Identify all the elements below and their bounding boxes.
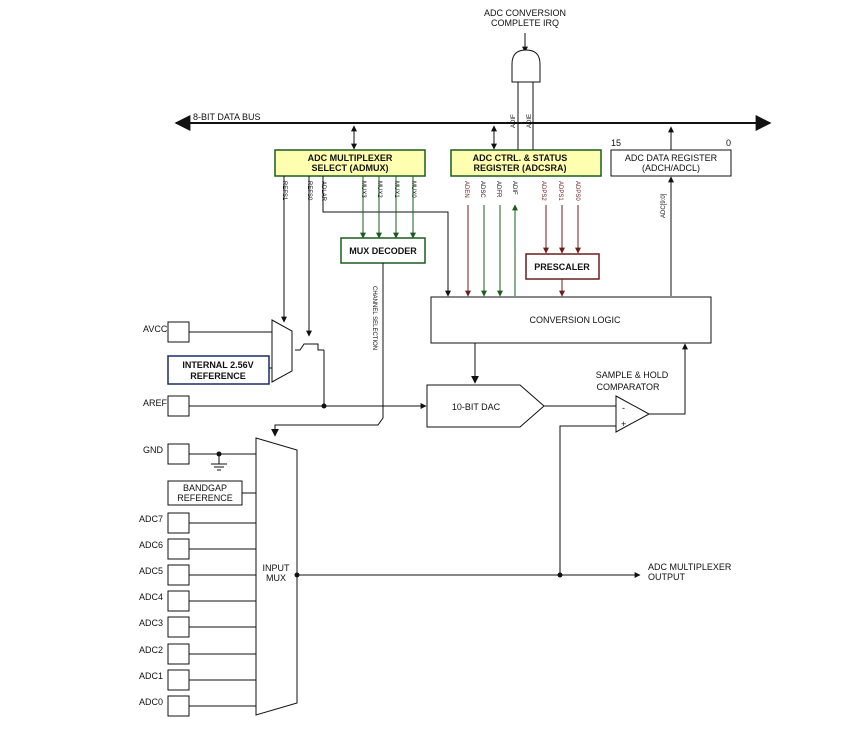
bandgap-line2: REFERENCE — [177, 493, 233, 503]
pin-adc7-label: ADC7 — [139, 514, 163, 524]
admux-title-line1: ADC MULTIPLEXER — [308, 153, 393, 163]
pin-adc2 — [167, 643, 190, 665]
bandgap-reference — [167, 480, 243, 506]
ground-icon — [211, 463, 227, 471]
channel-selection-label: CHANNEL SELECTION — [371, 286, 377, 350]
data-register-title-line1: ADC DATA REGISTER — [625, 153, 718, 163]
data-register-title-line2: (ADCH/ADCL) — [642, 163, 700, 173]
adc-channel-pins: ADC7 ADC6 ADC5 ADC4 ADC3 ADC2 ADC1 ADC0 — [139, 512, 256, 717]
irq-label-line2: COMPLETE IRQ — [491, 18, 559, 28]
pin-adc7 — [167, 512, 190, 534]
comparator-label-line2: COMPARATOR — [596, 382, 660, 392]
input-mux — [255, 437, 298, 716]
pin-adc6 — [167, 538, 190, 560]
input-mux-line2: MUX — [266, 573, 286, 583]
adcsra-register — [450, 149, 602, 177]
ref-switch — [295, 343, 324, 351]
internal-ref-line1: INTERNAL 2.56V — [182, 360, 253, 370]
data-bus-label: 8-BIT DATA BUS — [193, 112, 261, 122]
admux-register — [274, 149, 426, 177]
sh-comparator — [615, 395, 651, 433]
pin-adc2-label: ADC2 — [139, 645, 163, 655]
bit-adsc: ADSC — [479, 181, 485, 198]
conversion-logic-label: CONVERSION LOGIC — [529, 315, 621, 325]
pin-adc0 — [167, 695, 190, 717]
output-label-line1: ADC MULTIPLEXER — [648, 562, 732, 572]
data-register-bit15: 15 — [611, 138, 621, 148]
bit-adps0: ADPS0 — [574, 181, 580, 201]
dac-label: 10-BIT DAC — [452, 402, 501, 412]
comparator-plus: + — [621, 419, 626, 429]
pin-adc4-label: ADC4 — [139, 592, 163, 602]
input-mux-line1: INPUT — [263, 563, 291, 573]
pin-adc3-label: ADC3 — [139, 618, 163, 628]
bit-adfr: ADFR — [495, 181, 501, 198]
irq-and-gate — [511, 49, 541, 83]
comparator-minus: - — [622, 403, 625, 413]
bit-adif: ADIF — [511, 181, 517, 195]
mux-decoder-label: MUX DECODER — [349, 246, 417, 256]
mux-output-junction-right — [557, 572, 563, 578]
adc-data-register — [610, 149, 732, 177]
bit-adif-top: ADIF — [511, 114, 517, 128]
conversion-logic — [430, 296, 712, 344]
adlar-wire — [322, 176, 451, 297]
internal-reference — [167, 355, 270, 385]
aref-junction — [321, 403, 327, 409]
pin-adc0-label: ADC0 — [139, 697, 163, 707]
ref-mux — [271, 319, 293, 383]
output-label-line2: OUTPUT — [648, 572, 686, 582]
bit-aden: ADEN — [463, 181, 469, 198]
adc-result-label: ADC[9:0] — [661, 193, 667, 218]
bit-adie-top: ADIE — [527, 114, 533, 128]
bit-adps1: ADPS1 — [557, 181, 563, 201]
data-register-bit0: 0 — [726, 138, 731, 148]
admux-title-line2: SELECT (ADMUX) — [312, 163, 389, 173]
adcsra-title-line2: REGISTER (ADCSRA) — [473, 163, 566, 173]
bandgap-line1: BANDGAP — [183, 483, 227, 493]
pin-adc5 — [167, 564, 190, 586]
comparator-label-line1: SAMPLE & HOLD — [596, 370, 669, 380]
pin-avcc-label: AVCC — [143, 324, 168, 334]
prescaler-label: PRESCALER — [534, 262, 590, 272]
internal-ref-line2: REFERENCE — [190, 371, 246, 381]
comparator-out-wire — [649, 343, 688, 415]
pin-aref-label: AREF — [143, 398, 168, 408]
pin-adc6-label: ADC6 — [139, 540, 163, 550]
pin-adc1 — [167, 669, 190, 691]
pin-gnd-label: GND — [143, 445, 164, 455]
prescaler — [525, 253, 600, 280]
pin-adc1-label: ADC1 — [139, 671, 163, 681]
bit-adps2: ADPS2 — [540, 181, 546, 201]
irq-label-line1: ADC CONVERSION — [484, 8, 566, 18]
channel-select-wire — [271, 263, 384, 437]
pin-adc3 — [167, 616, 190, 638]
dac-10bit — [426, 384, 545, 428]
pin-gnd — [167, 443, 190, 465]
pin-aref — [167, 395, 190, 417]
pin-avcc — [167, 321, 190, 343]
pin-adc4 — [167, 590, 190, 612]
mux-decoder — [340, 237, 426, 264]
pin-adc5-label: ADC5 — [139, 566, 163, 576]
adcsra-title-line1: ADC CTRL. & STATUS — [473, 153, 568, 163]
comparator-plus-wire — [559, 425, 616, 575]
mux-output-junction-left — [294, 572, 300, 578]
